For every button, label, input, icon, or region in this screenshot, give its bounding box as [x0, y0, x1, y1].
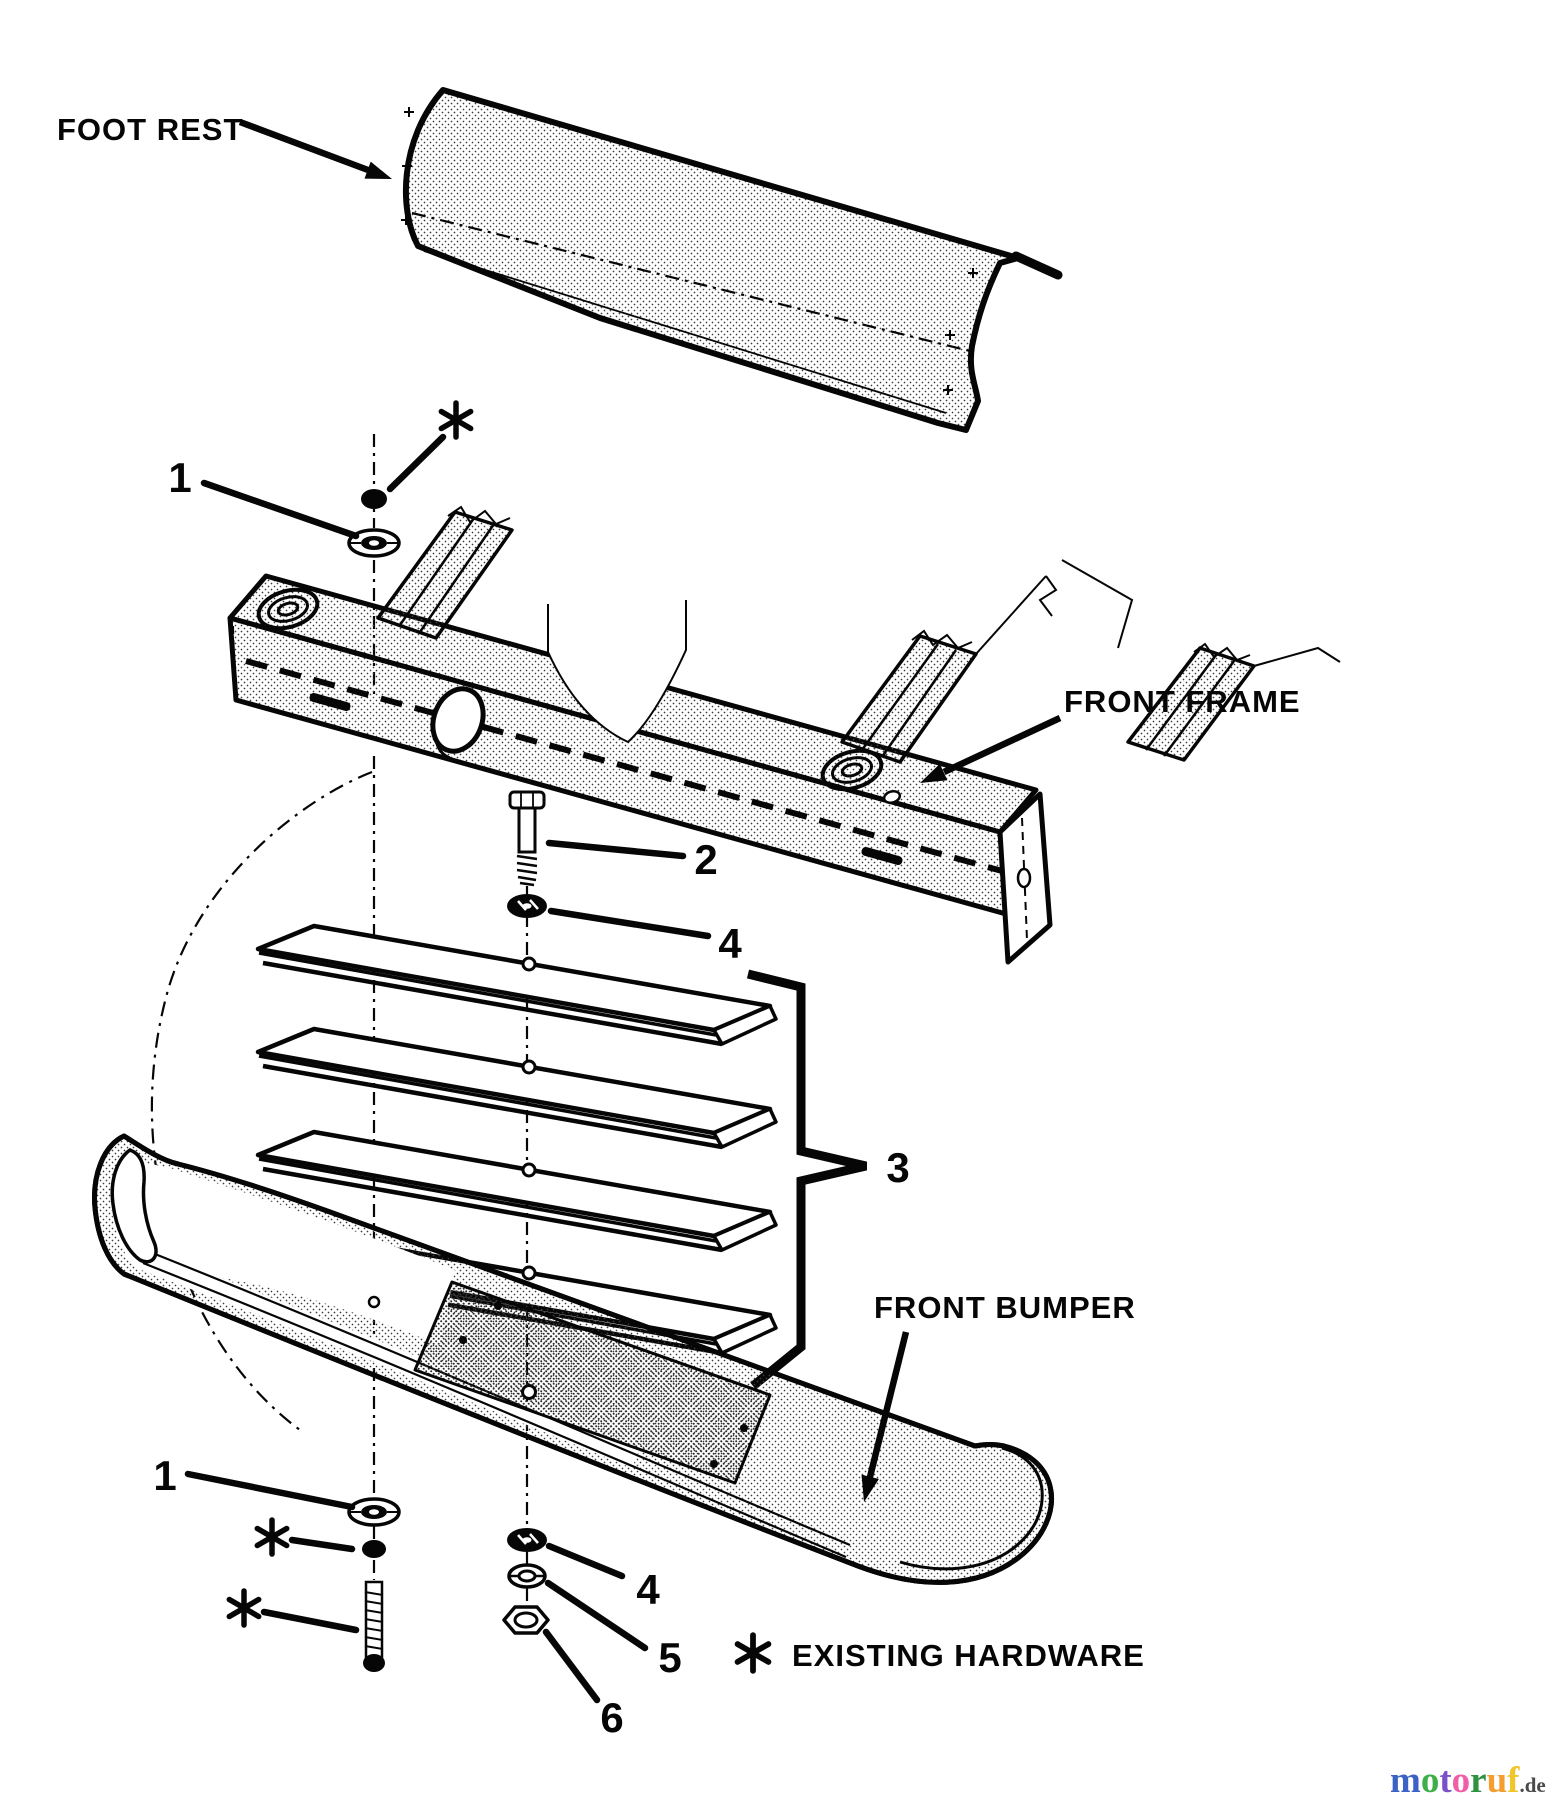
flat-washer-5 [507, 1563, 547, 1589]
bumper-mount-plate [413, 1280, 772, 1485]
watermark-logo: motoruf.de [1390, 1760, 1546, 1800]
frame-boss-right [820, 748, 884, 792]
foot-rest-panel [403, 87, 1021, 433]
frame-center-hole [430, 686, 486, 754]
logo-letter: f [1507, 1760, 1520, 1800]
callout-2: 2 [694, 836, 717, 883]
frame-end-cap-hole [1016, 867, 1032, 889]
callout-1-lower-leader [184, 1470, 356, 1511]
spacer-plate-2 [258, 1029, 776, 1147]
asterisk-upper-leader [386, 433, 447, 493]
asterisk-left-1-leader [288, 1536, 356, 1553]
bumper-hole-right [521, 1384, 537, 1400]
front-frame-arrowhead [920, 763, 948, 783]
frame-cutaway-edges [547, 600, 687, 744]
bumper-left-curl [110, 1148, 158, 1264]
projection-curve [150, 770, 373, 1431]
frame-boss-left [256, 587, 320, 631]
callout-2-leader [545, 839, 687, 860]
legend-asterisk [738, 1635, 769, 1671]
lower-right-hardware: 4 5 6 [502, 1526, 682, 1741]
foot-rest-rod [1011, 251, 1063, 280]
foot-rest-callout: FOOT REST [57, 112, 392, 179]
callout-5-leader [544, 1579, 649, 1652]
callout-4-upper-leader [547, 907, 712, 940]
nut-upper [361, 489, 387, 509]
frame-bracket-b [840, 559, 1134, 764]
bumper-outline-redraw [92, 1133, 1054, 1585]
frame-boss-right-side-hole [882, 790, 902, 804]
foot-rest-fold-line [423, 250, 947, 414]
nut-lower [362, 1540, 386, 1558]
bolt-2-threads [516, 854, 538, 887]
frame-center-hole-depth [434, 739, 451, 760]
callout-1-lower: 1 [153, 1452, 176, 1499]
logo-letter: o [1421, 1760, 1440, 1800]
legend-text: EXISTING HARDWARE [792, 1638, 1145, 1673]
callout-4-lower-leader [545, 1542, 626, 1580]
foot-rest-arrow-line [238, 118, 370, 174]
front-bumper-callout: FRONT BUMPER [861, 1290, 1136, 1502]
lock-nut-4-lower [505, 1526, 549, 1554]
asterisk-marker-upper [441, 403, 470, 437]
logo-motoruf: motoruf.de [1390, 1760, 1546, 1800]
part-label-front-bumper: FRONT BUMPER [874, 1290, 1136, 1325]
callout-6: 6 [600, 1694, 623, 1741]
carriage-bolt [363, 1580, 385, 1672]
part-label-front-frame: FRONT FRAME [1064, 684, 1301, 719]
callout-3: 3 [886, 1144, 909, 1191]
washer-1-lower [347, 1497, 401, 1527]
callout-5: 5 [658, 1634, 681, 1681]
bumper-right-hook [899, 1446, 1044, 1571]
front-bumper-arrow-line [865, 1331, 910, 1482]
lock-washer-4-upper-group: 4 [505, 892, 742, 967]
frame-left-cap-dash [232, 625, 236, 695]
part-label-foot-rest: FOOT REST [57, 112, 243, 147]
bumper-front-band [136, 1250, 640, 1468]
lock-washer-4-upper [505, 892, 549, 920]
hex-nut-6 [502, 1605, 550, 1635]
brace-3 [746, 969, 868, 1390]
callout-1-upper: 1 [168, 454, 191, 501]
existing-hardware-legend: EXISTING HARDWARE [738, 1635, 1145, 1673]
asterisk-marker-left-2 [229, 1591, 258, 1625]
bolt-2-shank [517, 806, 537, 854]
foot-rest-arrowhead [364, 161, 392, 179]
logo-letter: o [1452, 1760, 1471, 1800]
frame-dark-dashes [309, 692, 903, 866]
frame-cutaway-notch [548, 596, 686, 742]
front-frame-arrow-line [942, 715, 1062, 775]
foot-rest-centerline [411, 211, 975, 354]
bumper-hole-left [367, 1295, 381, 1309]
foot-rest-assembly [400, 87, 1063, 433]
frame-bracket-c [1126, 642, 1341, 762]
frame-hidden-line [245, 658, 1003, 874]
spacer-plate-1 [258, 926, 776, 1044]
brace-3-group: 3 [746, 969, 910, 1390]
callout-6-leader [542, 1628, 601, 1704]
logo-letter: m [1390, 1760, 1421, 1800]
callout-4-lower: 4 [636, 1566, 660, 1613]
callout-1-upper-leader [200, 479, 360, 540]
front-frame-callout: FRONT FRAME [920, 684, 1301, 783]
logo-letter: u [1487, 1760, 1508, 1800]
logo-letter: t [1439, 1760, 1452, 1800]
front-bumper-arrowhead [861, 1474, 879, 1502]
front-bumper-assembly [92, 1133, 1054, 1585]
bolt-2-head [508, 790, 546, 810]
asterisk-marker-left-1 [257, 1520, 286, 1554]
logo-letter: r [1470, 1760, 1486, 1800]
front-frame-assembly [227, 505, 1341, 965]
logo-suffix: .de [1520, 1773, 1546, 1797]
callout-4-upper: 4 [718, 920, 742, 967]
lower-left-hardware: 1 [153, 1452, 401, 1672]
asterisk-left-2-leader [260, 1608, 360, 1634]
frame-bracket-a [376, 505, 514, 640]
bumper-bolt-dots [459, 1302, 748, 1468]
